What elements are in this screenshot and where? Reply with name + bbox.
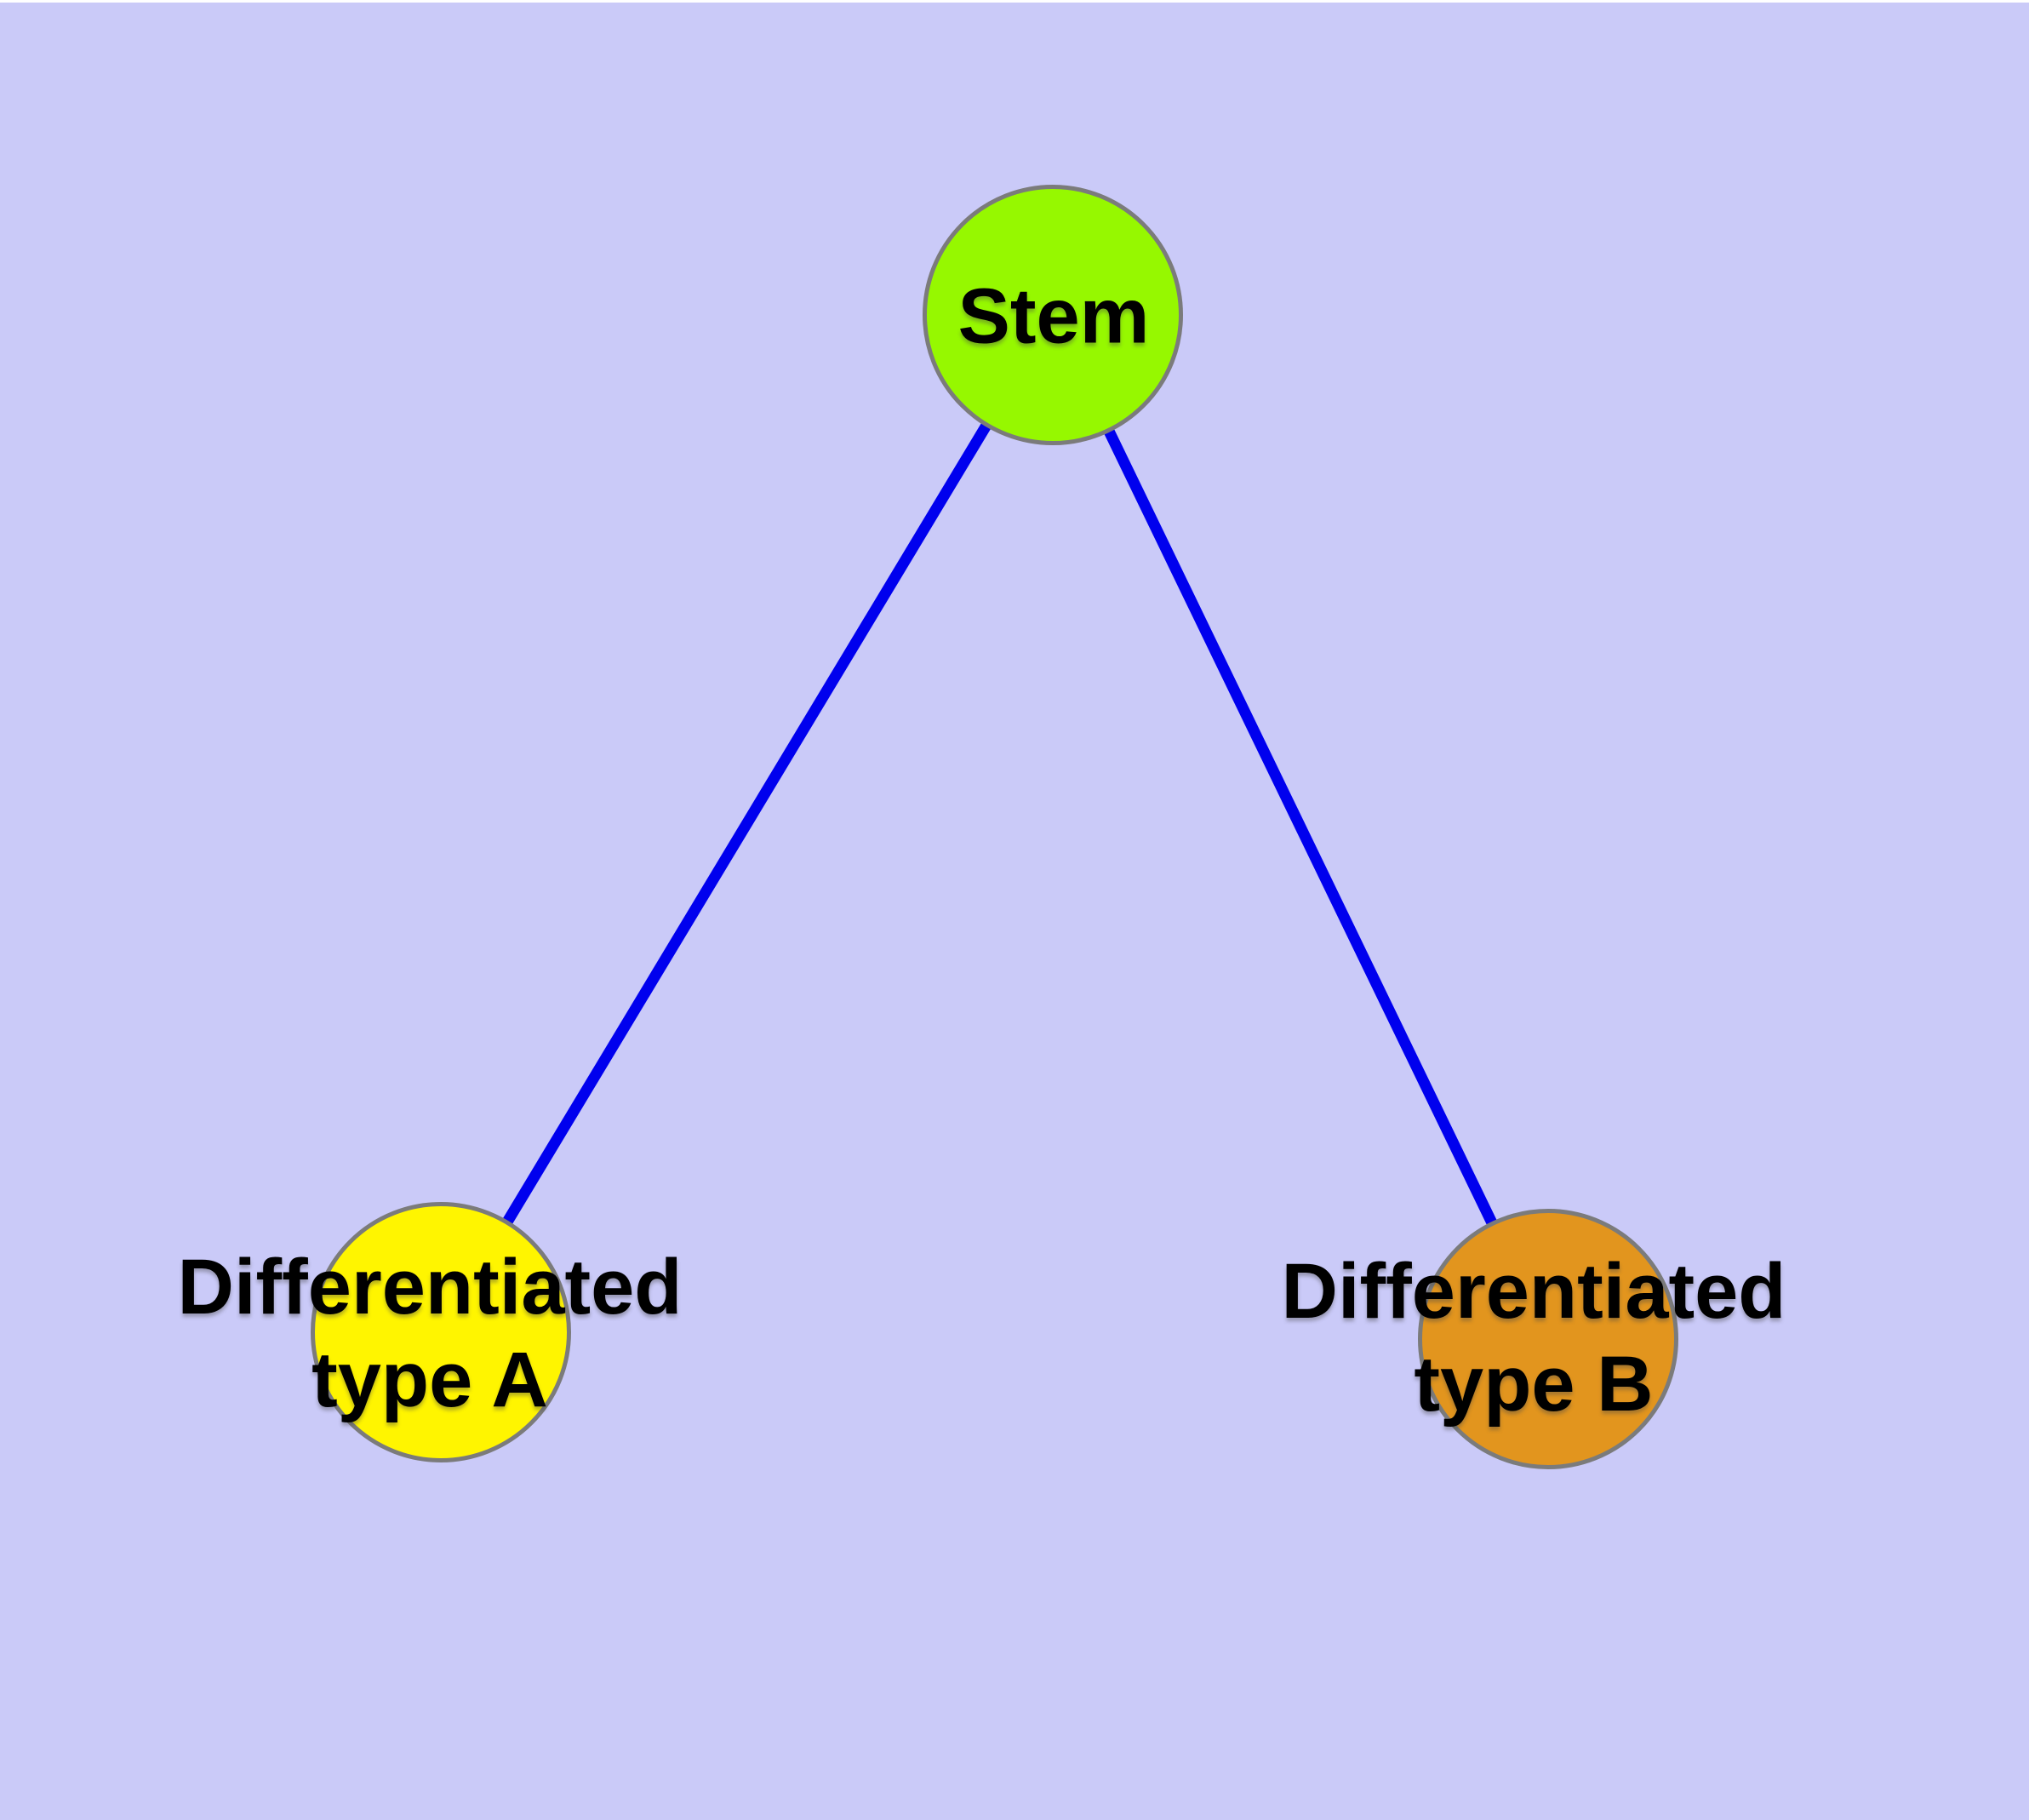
label-line: Differentiated — [1281, 1248, 1786, 1335]
label-line: type A — [311, 1336, 548, 1423]
node-label-stem: Stem — [958, 271, 1150, 363]
edge-stem-to-type-b — [1048, 312, 1553, 1342]
node-label-differentiated-type-a: Differentiated type A — [178, 1241, 683, 1427]
node-differentiated-type-a — [311, 1202, 571, 1462]
node-label-differentiated-type-b: Differentiated type B — [1282, 1245, 1786, 1431]
label-line: Stem — [957, 272, 1150, 360]
edge-stem-to-type-a — [436, 312, 1058, 1336]
label-line: type B — [1414, 1341, 1654, 1428]
top-margin-strip — [0, 0, 2029, 3]
node-stem — [923, 185, 1183, 445]
node-differentiated-type-b — [1418, 1209, 1678, 1469]
label-line: Differentiated — [177, 1244, 683, 1331]
